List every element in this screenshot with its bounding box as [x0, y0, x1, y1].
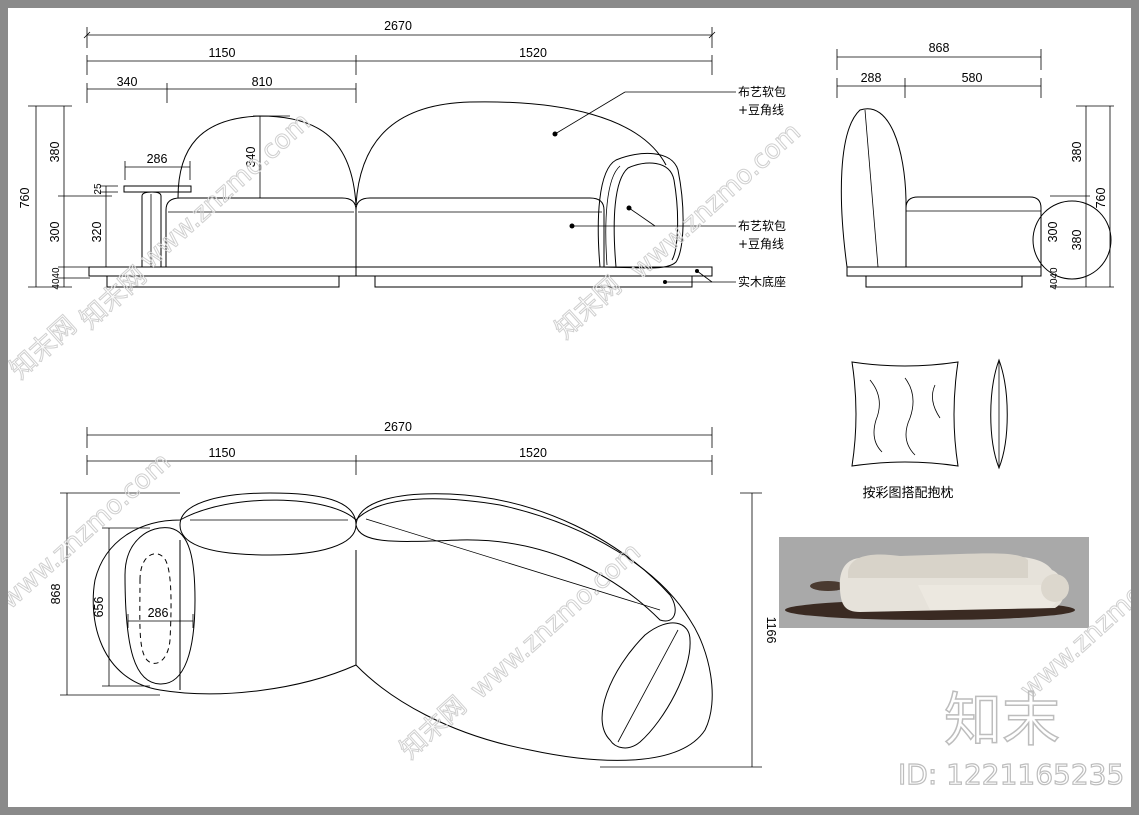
- dim-side-base-40b: 40: [1049, 278, 1060, 290]
- throw-pillow-side: [990, 358, 1008, 470]
- dim-right-section: 1520: [519, 46, 547, 60]
- side-table-front: 286: [123, 152, 192, 268]
- watermark-site-3: www.znzmo.com: [465, 537, 647, 705]
- reference-photo: [779, 537, 1089, 628]
- front-annotations: 布艺软包 +豆角线 布艺软包 +豆角线 实木底座: [552, 85, 786, 289]
- plan-bolster-right: [601, 622, 691, 749]
- plan-view: 2670 1150 1520 286 868: [49, 420, 778, 768]
- side-base-foot: [865, 275, 1023, 288]
- dim-side-760: 760: [1094, 188, 1108, 209]
- throw-pillow-square: [851, 361, 959, 467]
- dim-height-760: 760: [18, 188, 32, 209]
- dim-table-320: 320: [90, 222, 104, 243]
- dim-overall-width: 2670: [384, 19, 412, 33]
- dim-back-depth-288: 288: [861, 71, 882, 85]
- plan-bolster-left: [124, 527, 196, 685]
- dim-depth-868: 868: [929, 41, 950, 55]
- dim-plan-bolster-656: 656: [92, 597, 106, 618]
- dim-side-table: 340: [117, 75, 138, 89]
- watermark-site-4: www.znzmo.com: [8, 447, 177, 615]
- side-base-platform: [846, 266, 1042, 277]
- dim-plan-inner-286: 286: [148, 606, 169, 620]
- dim-plan-width: 2670: [384, 420, 412, 434]
- front-dimensions-left: 760 380 300 320 25 40 40: [18, 105, 118, 290]
- seat-cushion-right: [355, 197, 605, 267]
- drawing-sheet: 2670 1150 1520 340 810 760 380 300: [8, 8, 1131, 807]
- plan-back-left: [179, 492, 357, 556]
- base-foot-right: [374, 275, 693, 288]
- dim-table-top-25: 25: [93, 183, 104, 195]
- dim-plan-1166: 1166: [764, 617, 778, 644]
- pillow-caption: 按彩图搭配抱枕: [862, 485, 953, 501]
- watermark-brand: 知末: [944, 686, 1060, 754]
- side-bolster-circle: [1032, 200, 1112, 280]
- dim-bolster-380: 380: [1070, 230, 1084, 251]
- dim-back-340: 340: [244, 147, 258, 168]
- watermark-logo-4: 知末网: [8, 311, 83, 385]
- dim-base-40a: 40: [51, 267, 62, 279]
- note-wood-base: 实木底座: [738, 274, 786, 289]
- dim-side-seat-300: 300: [1046, 222, 1060, 243]
- dim-side-back-380: 380: [1070, 142, 1084, 163]
- dim-seat-left: 810: [252, 75, 273, 89]
- watermark-logo-3: 知末网: [395, 691, 473, 765]
- plan-back-right: [355, 493, 676, 622]
- watermarks: www.znzmo.com 知末网 www.znzmo.com 知末网 www.…: [8, 107, 1131, 792]
- watermark-site-2: www.znzmo.com: [625, 117, 807, 285]
- front-view: 2670 1150 1520 340 810 760 380 300: [18, 19, 786, 290]
- side-view: 868 288 580 380 760 300 380 40 40: [836, 41, 1114, 290]
- watermark-logo-2: 知末网: [550, 271, 628, 345]
- pillow-detail: 按彩图搭配抱枕: [851, 358, 1008, 501]
- watermark-logo-1: 知末网: [75, 261, 153, 335]
- dim-seat-300: 300: [48, 222, 62, 243]
- note-fabric-upholstery: 布艺软包: [738, 85, 786, 99]
- dim-plan-depth-868: 868: [49, 584, 63, 605]
- watermark-id: ID: 1221165235: [898, 758, 1124, 791]
- note-piping-2: +豆角线: [738, 237, 784, 251]
- dim-side-table-top: 286: [147, 152, 168, 166]
- plan-seat-left: [179, 540, 357, 690]
- plan-outer-outline: [92, 498, 713, 761]
- note-fabric-upholstery-2: 布艺软包: [738, 219, 786, 233]
- front-dimensions-top: 2670 1150 1520 340 810: [83, 19, 716, 103]
- cad-drawing: 2670 1150 1520 340 810 760 380 300: [8, 19, 1131, 792]
- dim-plan-left: 1150: [209, 446, 236, 460]
- watermark-site-1: www.znzmo.com: [135, 107, 317, 275]
- dim-seat-depth-580: 580: [962, 71, 983, 85]
- dim-base-40b: 40: [51, 278, 62, 290]
- base-foot-left: [106, 275, 340, 288]
- dim-left-section: 1150: [209, 46, 236, 60]
- note-piping: +豆角线: [738, 103, 784, 117]
- arm-bolster-front: [597, 152, 684, 269]
- side-back-cushion: [840, 108, 907, 268]
- dim-side-base-40a: 40: [1049, 267, 1060, 279]
- base-platform-front: [88, 266, 713, 277]
- dim-plan-right: 1520: [519, 446, 547, 460]
- dim-back-380: 380: [48, 142, 62, 163]
- back-cushion-right: [355, 101, 667, 206]
- seat-cushion-left: [165, 197, 357, 267]
- side-seat-cushion: [905, 196, 1042, 267]
